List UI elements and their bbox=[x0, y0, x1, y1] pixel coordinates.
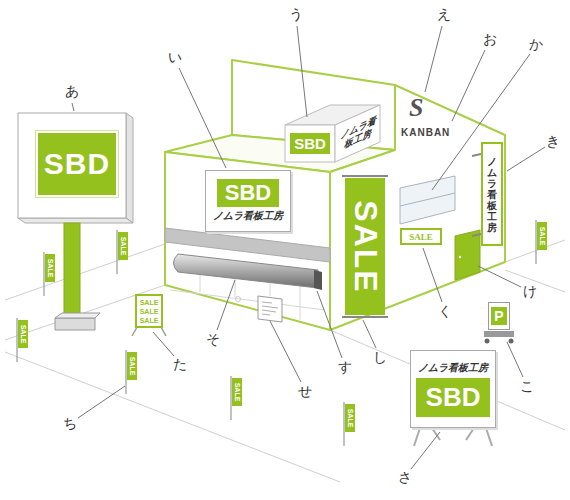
sign-text: SALE bbox=[347, 409, 354, 428]
cube-sign bbox=[285, 105, 380, 162]
sale-flag: SALE bbox=[45, 254, 55, 282]
callout-label: く bbox=[436, 303, 454, 321]
callout-label: あ bbox=[63, 83, 81, 101]
callout-label: け bbox=[521, 283, 539, 301]
stand-base bbox=[484, 331, 514, 344]
callout-label: お bbox=[481, 31, 499, 49]
callout-label: ち bbox=[61, 415, 79, 433]
door bbox=[455, 230, 480, 280]
sign-text: SALE bbox=[140, 307, 159, 316]
sign-text: SBD bbox=[416, 378, 491, 417]
stand-sign: ノムラ看板工房 SBD bbox=[410, 350, 496, 428]
sale-flag: SALE bbox=[127, 352, 137, 380]
sale-flag: SALE bbox=[537, 222, 547, 250]
sign-text: ノムラ看板工房 bbox=[418, 361, 488, 375]
pylon-sign: SBD bbox=[36, 131, 118, 197]
sign-text: SALE bbox=[120, 237, 127, 256]
callout-label: う bbox=[287, 6, 305, 24]
storefront bbox=[165, 228, 330, 322]
sign-text: SALE bbox=[409, 232, 433, 242]
sign-text: SALE bbox=[20, 325, 27, 344]
callout-label: さ bbox=[396, 469, 414, 487]
sale-flag: SALE bbox=[232, 378, 242, 406]
sign-text: SALE bbox=[47, 259, 54, 278]
callout-label: せ bbox=[296, 383, 314, 401]
callout-label: す bbox=[336, 359, 354, 377]
sign-text: ノムラ看板工房 bbox=[487, 156, 497, 233]
leader-lines bbox=[72, 26, 545, 469]
sign-text: ノムラ看板工房 bbox=[213, 209, 283, 223]
wall-sign: SBD ノムラ看板工房 bbox=[205, 170, 291, 232]
wall-lettering: S bbox=[409, 95, 423, 121]
parking-sign: P bbox=[488, 302, 510, 330]
building bbox=[165, 60, 505, 330]
callout-label: そ bbox=[204, 331, 222, 349]
sale-flag: SALE bbox=[345, 404, 355, 432]
ground-lines bbox=[5, 240, 565, 482]
cube-sign-front: SBD bbox=[287, 127, 333, 160]
callout-label: い bbox=[166, 49, 184, 67]
callout-label: か bbox=[527, 36, 545, 54]
sale-flag: SALE bbox=[18, 320, 28, 348]
callout-label: こ bbox=[518, 378, 536, 396]
sign-text: SALE bbox=[140, 298, 159, 307]
sign-text: SALE bbox=[129, 357, 136, 376]
sign-text: SALE bbox=[539, 227, 546, 246]
callout-label: た bbox=[171, 356, 189, 374]
window-frame bbox=[400, 193, 455, 206]
window-sign: SALE bbox=[400, 228, 442, 245]
stand-legs bbox=[414, 428, 492, 446]
aboard-legs bbox=[132, 327, 166, 336]
sign-text: SALE bbox=[234, 383, 241, 402]
callout-label: し bbox=[371, 349, 389, 367]
sign-text: SALE bbox=[347, 200, 384, 293]
a-board-sign: SALESALESALE bbox=[135, 294, 163, 328]
sale-flag: SALE bbox=[118, 232, 128, 260]
sign-text: P bbox=[491, 307, 506, 325]
pylon-sign bbox=[18, 113, 133, 330]
banner-sign: SALE bbox=[345, 178, 385, 315]
wall-lettering: KANBAN bbox=[401, 128, 450, 138]
projecting-sign: ノムラ看板工房 bbox=[481, 142, 503, 246]
sign-text: SBD bbox=[44, 147, 110, 181]
door-knob bbox=[459, 256, 461, 258]
flag-poles bbox=[17, 220, 536, 446]
callout-label: き bbox=[544, 133, 562, 151]
sign-text: SALE bbox=[140, 316, 159, 325]
window bbox=[400, 176, 455, 224]
sign-text: SBD bbox=[290, 133, 330, 154]
sign-brackets bbox=[472, 154, 481, 236]
sign-text: SBD bbox=[217, 179, 279, 207]
callout-label: え bbox=[435, 6, 453, 24]
banner-rods bbox=[342, 176, 388, 317]
